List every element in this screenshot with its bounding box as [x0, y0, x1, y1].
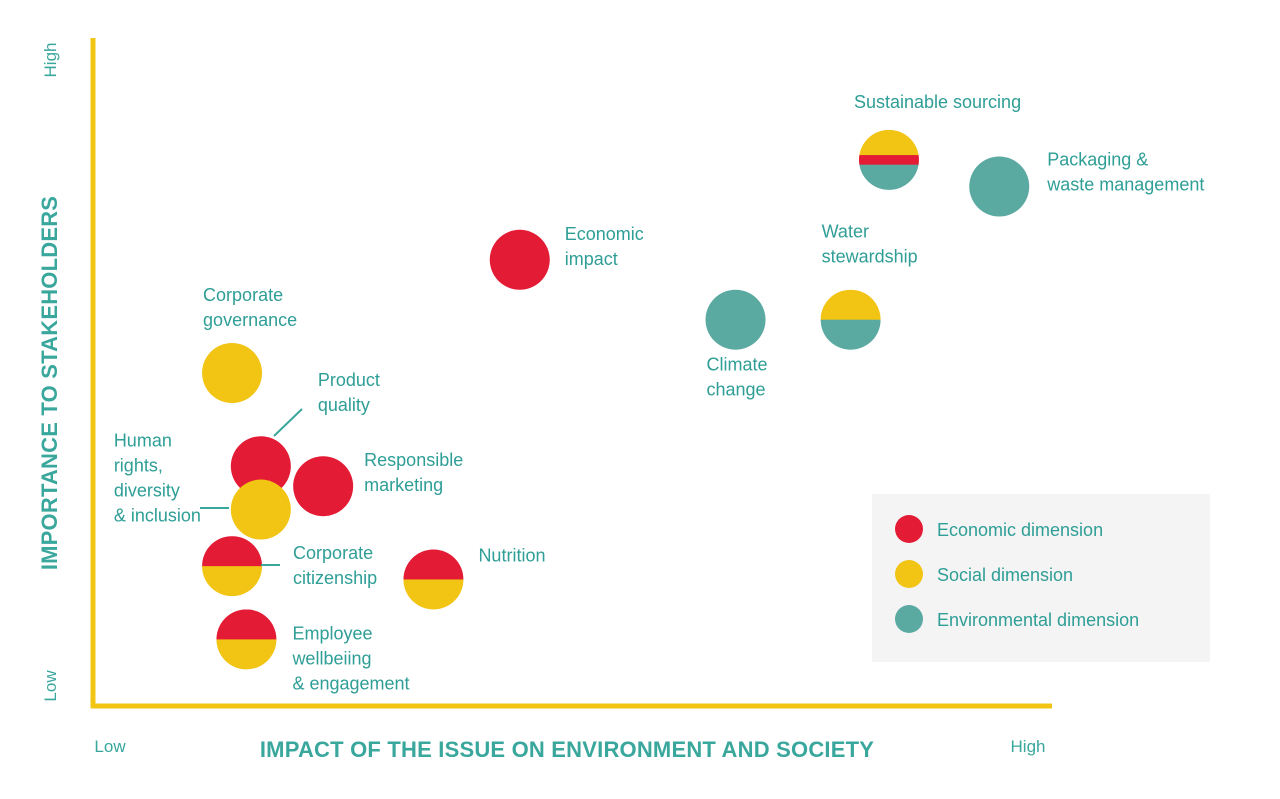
point-responsible-marketing: Responsible marketing	[293, 450, 463, 517]
point-marker-band-environmental	[820, 319, 881, 350]
point-label-line: marketing	[364, 475, 443, 495]
point-marker-band-economic	[403, 549, 464, 580]
point-label-line: wellbeiing	[291, 648, 371, 668]
legend-environmental-swatch	[895, 605, 923, 633]
y-axis-title: IMPORTANCE TO STAKEHOLDERS	[37, 196, 62, 570]
point-marker-band-environmental	[858, 164, 919, 190]
point-corporate-governance: Corporate governance	[202, 285, 297, 403]
point-label-human-rights-diversity-inclusion: Human rights, diversity & inclusion	[114, 431, 201, 526]
point-label-water-stewardship: Water stewardship	[822, 222, 918, 267]
point-label-employee-wellbeiing-engagement: Employee wellbeiing & engagement	[291, 623, 409, 693]
legend-social-swatch	[895, 560, 923, 588]
x-axis-title: IMPACT OF THE ISSUE ON ENVIRONMENT AND S…	[260, 737, 874, 762]
point-marker	[202, 343, 263, 403]
point-label-economic-impact: Economic impact	[565, 224, 644, 269]
point-label-line: impact	[565, 249, 618, 269]
point-climate-change: Climate change	[705, 289, 768, 400]
point-marker	[230, 479, 291, 540]
point-label-climate-change: Climate change	[707, 355, 768, 400]
point-label-line: Corporate	[203, 285, 283, 305]
point-label-line: Climate	[707, 355, 768, 375]
legend-background	[872, 494, 1210, 662]
point-label-line: diversity	[114, 481, 180, 501]
point-label-line: Human	[114, 431, 172, 451]
point-label-nutrition: Nutrition	[478, 545, 545, 565]
point-label-line: Sustainable sourcing	[854, 92, 1021, 112]
point-label-line: waste management	[1046, 175, 1204, 195]
point-label-line: Nutrition	[478, 545, 545, 565]
point-employee-wellbeiing-engagement: Employee wellbeiing & engagement	[216, 609, 410, 693]
point-label-corporate-governance: Corporate governance	[203, 285, 297, 330]
point-marker-band-economic	[216, 609, 277, 640]
point-label-line: & inclusion	[114, 506, 201, 526]
point-label-line: Product	[318, 370, 380, 390]
point-label-line: stewardship	[822, 247, 918, 267]
leader-line-product-quality	[273, 408, 303, 437]
x-tick-high: High	[1011, 737, 1046, 756]
point-label-sustainable-sourcing: Sustainable sourcing	[854, 92, 1021, 112]
y-tick-high: High	[41, 43, 60, 78]
point-marker	[969, 156, 1030, 217]
point-label-line: Employee	[292, 623, 372, 643]
point-label-line: Responsible	[364, 450, 463, 470]
point-marker-band-social	[858, 129, 919, 156]
point-label-corporate-citizenship: Corporate citizenship	[293, 543, 377, 588]
point-corporate-citizenship: Corporate citizenship	[202, 536, 377, 597]
point-human-rights-diversity-inclusion: Human rights, diversity & inclusion	[114, 431, 291, 540]
point-label-line: citizenship	[293, 568, 377, 588]
point-label-line: governance	[203, 310, 297, 330]
point-nutrition: Nutrition	[403, 545, 545, 610]
legend: Economic dimension Social dimension Envi…	[872, 494, 1210, 662]
x-tick-low: Low	[94, 737, 126, 756]
legend-social-label: Social dimension	[937, 565, 1073, 585]
legend-economic-label: Economic dimension	[937, 520, 1103, 540]
point-product-quality: Product quality	[230, 370, 380, 497]
point-label-line: Packaging &	[1047, 150, 1148, 170]
point-marker-band-social	[216, 639, 277, 670]
point-marker	[705, 289, 766, 350]
point-marker-band-social	[403, 579, 464, 610]
point-label-line: rights,	[114, 456, 163, 476]
y-tick-low: Low	[41, 670, 60, 702]
point-label-packaging-waste-management: Packaging & waste management	[1046, 150, 1204, 195]
point-packaging-waste-management: Packaging & waste management	[969, 150, 1204, 217]
point-economic-impact: Economic impact	[489, 224, 644, 290]
point-marker	[293, 456, 354, 517]
point-marker	[489, 229, 550, 290]
point-label-product-quality: Product quality	[318, 370, 380, 415]
legend-environmental-label: Environmental dimension	[937, 610, 1139, 630]
point-marker-band-economic	[202, 536, 263, 567]
point-label-responsible-marketing: Responsible marketing	[364, 450, 463, 495]
point-label-line: & engagement	[292, 673, 409, 693]
point-marker	[230, 436, 291, 497]
point-marker-band-economic	[858, 155, 919, 166]
point-water-stewardship: Water stewardship	[820, 222, 918, 350]
point-marker-band-social	[820, 289, 881, 321]
point-label-line: quality	[318, 395, 370, 415]
point-label-line: change	[707, 380, 766, 400]
point-label-line: Water	[822, 222, 869, 242]
point-label-line: Corporate	[293, 543, 373, 563]
point-marker-band-social	[202, 566, 263, 597]
point-label-line: Economic	[565, 224, 644, 244]
legend-economic-swatch	[895, 515, 923, 543]
